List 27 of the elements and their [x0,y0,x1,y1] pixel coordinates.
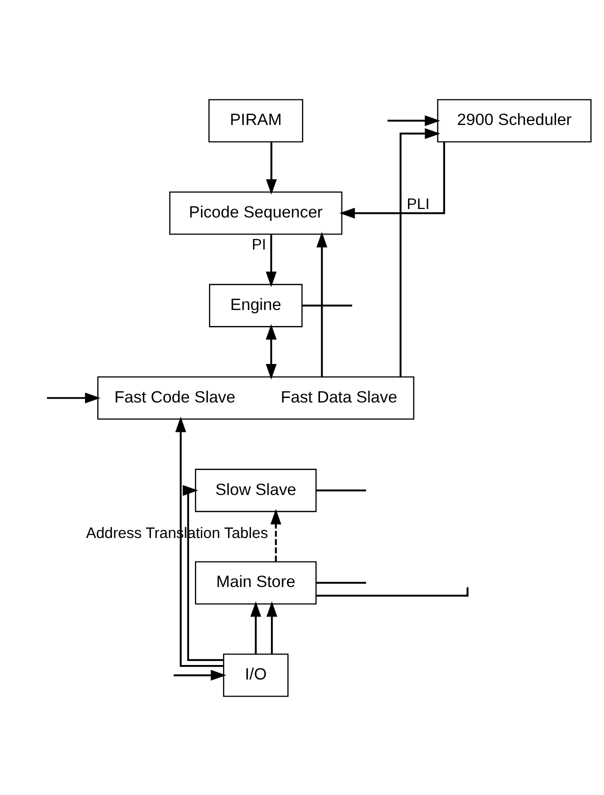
arrow [266,600,278,654]
node-box: Picode Sequencer [169,191,342,234]
arrow [266,324,277,380]
edge-label: PI [252,236,266,253]
node-box: PIRAM [208,98,304,142]
arrow [316,231,328,376]
connector [316,586,468,596]
edge-label: PLI [406,195,430,212]
node-box: Fast Code Slave Fast Data Slave [97,376,414,420]
node-box: Engine [209,283,303,327]
node-box: I/O [223,653,289,696]
arrow [388,114,440,126]
connector [316,581,366,584]
arrow [400,128,440,376]
arrow [250,600,262,654]
connector [316,488,366,491]
arrow [175,416,224,666]
node-box: Slow Slave [194,468,317,512]
node-box: Main Store [194,560,317,604]
arrow [46,392,100,403]
arrow [174,669,226,680]
arrow [339,142,446,218]
arrow [266,234,277,287]
arrow [266,142,277,194]
node-box: 2900 Scheduler [437,98,592,142]
arrow [270,508,282,561]
connector [302,304,352,306]
